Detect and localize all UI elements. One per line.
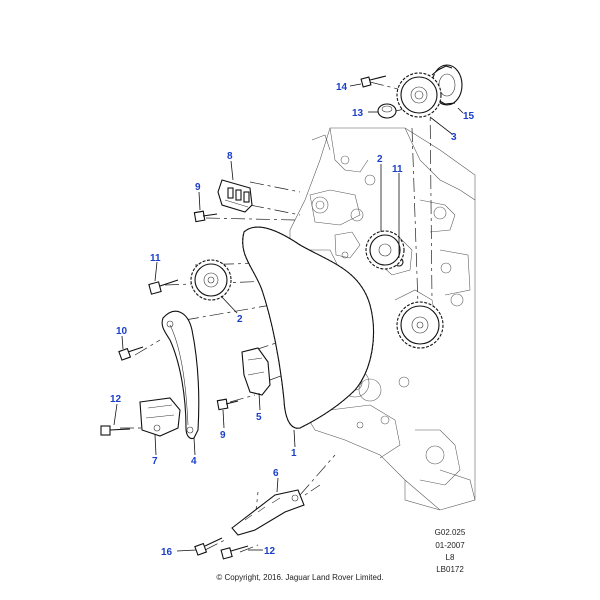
diagram-date: 01-2007 bbox=[435, 541, 465, 550]
callout-12-upper: 12 bbox=[110, 394, 122, 405]
part-1-timing-chain bbox=[242, 226, 375, 429]
callout-13: 13 bbox=[352, 108, 364, 119]
part-12-bolt-upper bbox=[100, 425, 131, 436]
part-9-bolt-upper bbox=[193, 210, 218, 223]
callout-8: 8 bbox=[227, 151, 233, 162]
part-3-cam-sprocket bbox=[396, 72, 442, 118]
callout-10: 10 bbox=[116, 326, 128, 337]
diagram-code: G02.025 bbox=[434, 528, 466, 537]
callout-6: 6 bbox=[273, 468, 279, 479]
callout-9-lower: 9 bbox=[220, 430, 226, 441]
diagram-model: L8 bbox=[445, 553, 455, 562]
diagram-ref: LB0172 bbox=[436, 565, 464, 574]
callout-2-right: 2 bbox=[377, 154, 383, 165]
callouts: 14 13 15 3 8 9 11 2 2 11 10 12 7 4 9 5 1… bbox=[110, 82, 475, 558]
callout-14: 14 bbox=[336, 82, 348, 93]
crank-cam-sprocket bbox=[396, 301, 444, 349]
callout-5: 5 bbox=[256, 412, 262, 423]
part-2-sprocket-left bbox=[190, 259, 232, 301]
part-13-washer bbox=[377, 103, 397, 119]
callout-1: 1 bbox=[291, 448, 297, 459]
callout-16: 16 bbox=[161, 547, 173, 558]
part-12-bolt-lower bbox=[220, 545, 249, 560]
part-2-sprocket-right bbox=[365, 230, 405, 270]
part-9-bolt-lower bbox=[216, 398, 239, 411]
callout-15: 15 bbox=[463, 111, 475, 122]
callout-4: 4 bbox=[191, 456, 197, 467]
callout-11-right: 11 bbox=[392, 164, 403, 175]
callout-3: 3 bbox=[451, 132, 457, 143]
part-10-bolt bbox=[118, 346, 144, 361]
part-4-chain-guide bbox=[161, 310, 200, 440]
part-8-guide-bracket bbox=[217, 179, 253, 213]
part-11-bolt-left bbox=[148, 279, 179, 295]
part-6-lower-guide bbox=[231, 489, 305, 536]
part-7-tensioner bbox=[139, 397, 181, 437]
callout-7: 7 bbox=[152, 456, 158, 467]
part-16-bolt bbox=[194, 537, 223, 556]
copyright-text: © Copyright, 2016. Jaguar Land Rover Lim… bbox=[216, 573, 384, 582]
callout-12-lower: 12 bbox=[264, 546, 276, 557]
leader-lines bbox=[113, 83, 464, 552]
callout-2-left: 2 bbox=[237, 314, 243, 325]
callout-9-upper: 9 bbox=[195, 182, 201, 193]
callout-11-left: 11 bbox=[150, 253, 161, 264]
part-14-bolt bbox=[360, 75, 387, 88]
part-5-small-guide bbox=[241, 347, 271, 396]
